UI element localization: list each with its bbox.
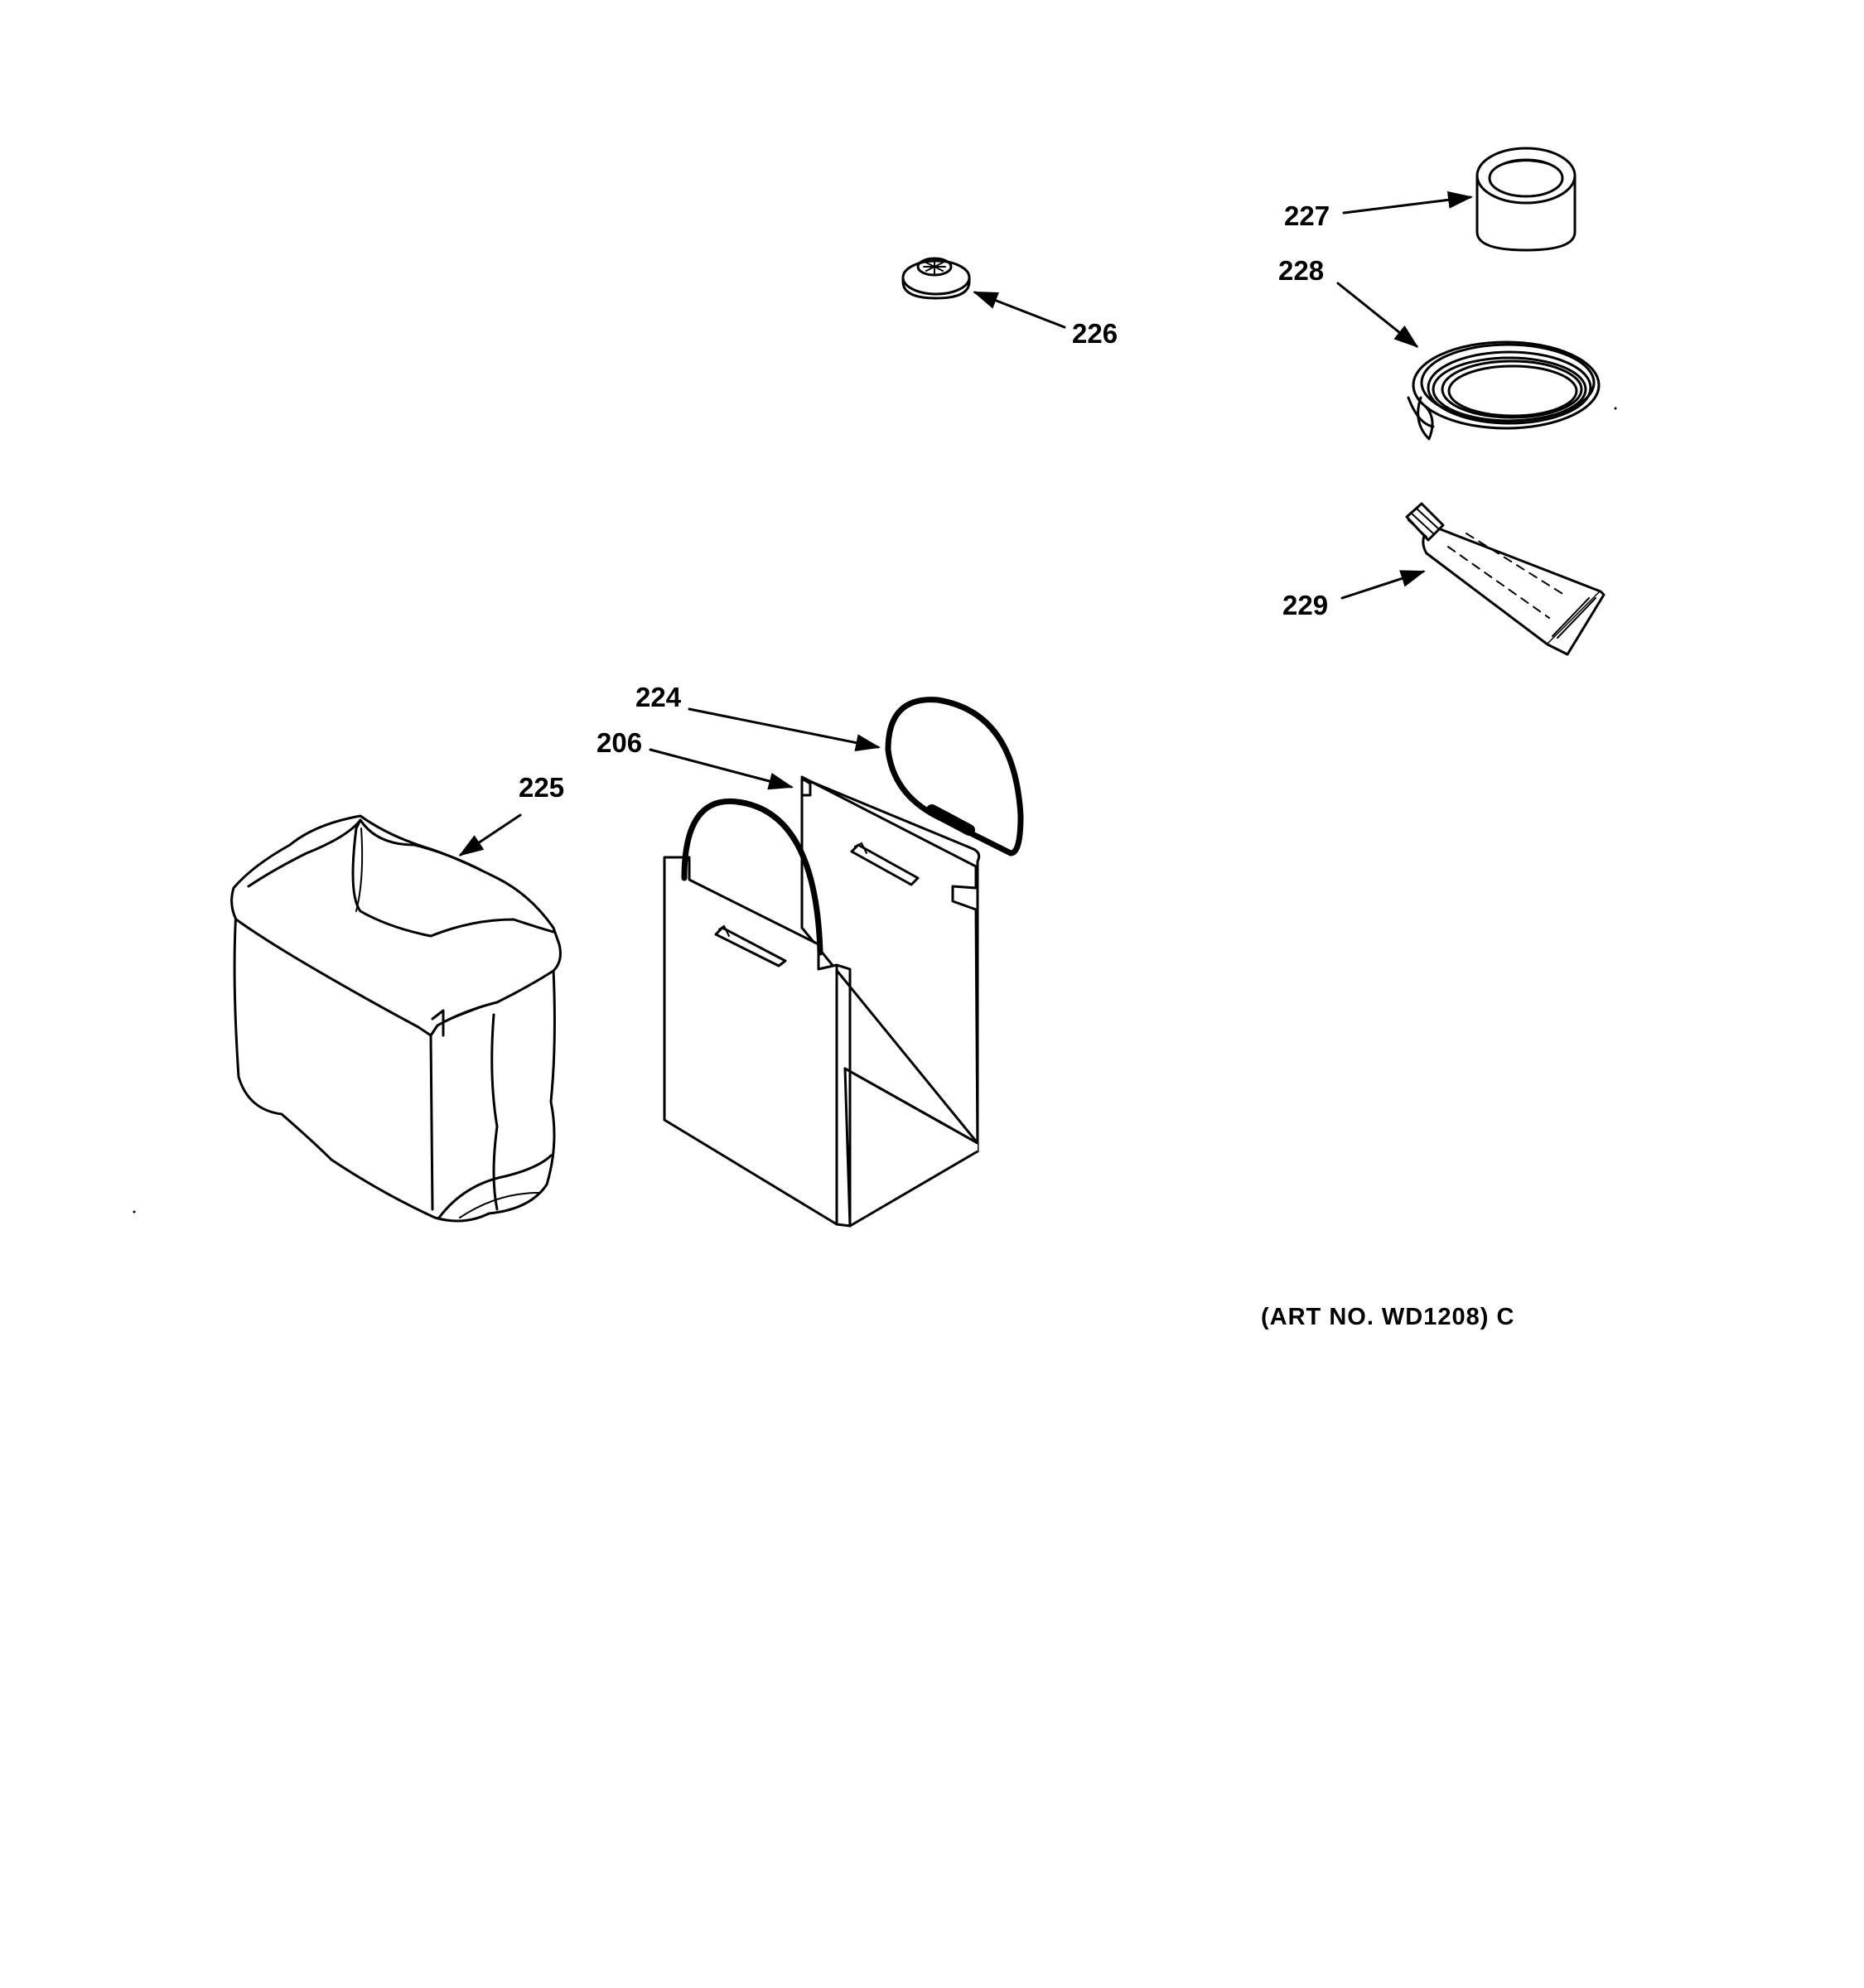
callout-leader-227	[1342, 191, 1473, 215]
callout-label-206: 206	[596, 727, 642, 758]
tape-roll-icon	[1475, 147, 1577, 252]
callout-leader-224	[688, 707, 881, 751]
callout-label-226: 226	[1072, 318, 1118, 349]
grease-tube-icon	[1405, 502, 1606, 656]
scan-speck	[1614, 407, 1617, 410]
lint-filter-frame-icon	[663, 775, 981, 1228]
callout-label-225: 225	[519, 772, 564, 803]
callout-label-229: 229	[1282, 590, 1328, 620]
coiled-cord-part: 228	[1278, 255, 1601, 441]
callout-label-228: 228	[1278, 255, 1324, 286]
callout-leader-228	[1336, 282, 1419, 348]
callout-leader-206	[649, 748, 794, 790]
scan-speck	[133, 1210, 136, 1214]
grease-tube-part: 229	[1282, 502, 1606, 656]
wire-handle-part: 224	[635, 682, 1024, 856]
callout-leader-229	[1340, 570, 1426, 600]
tape-roll-part: 227	[1284, 147, 1577, 252]
art-number: (ART NO. WD1208) C	[1261, 1304, 1514, 1330]
filter-bag-part: 225	[230, 772, 564, 1223]
grommet-part: 226	[901, 257, 1118, 349]
coiled-cord-icon	[1407, 340, 1601, 441]
wire-handle-icon	[885, 697, 1024, 856]
grommet-icon	[901, 257, 971, 300]
callout-label-224: 224	[635, 682, 682, 712]
filter-bag-icon	[230, 814, 562, 1223]
callout-leader-225	[458, 813, 522, 856]
filter-frame-part: 206	[596, 727, 981, 1228]
callout-leader-226	[973, 291, 1066, 329]
callout-label-227: 227	[1284, 200, 1330, 231]
